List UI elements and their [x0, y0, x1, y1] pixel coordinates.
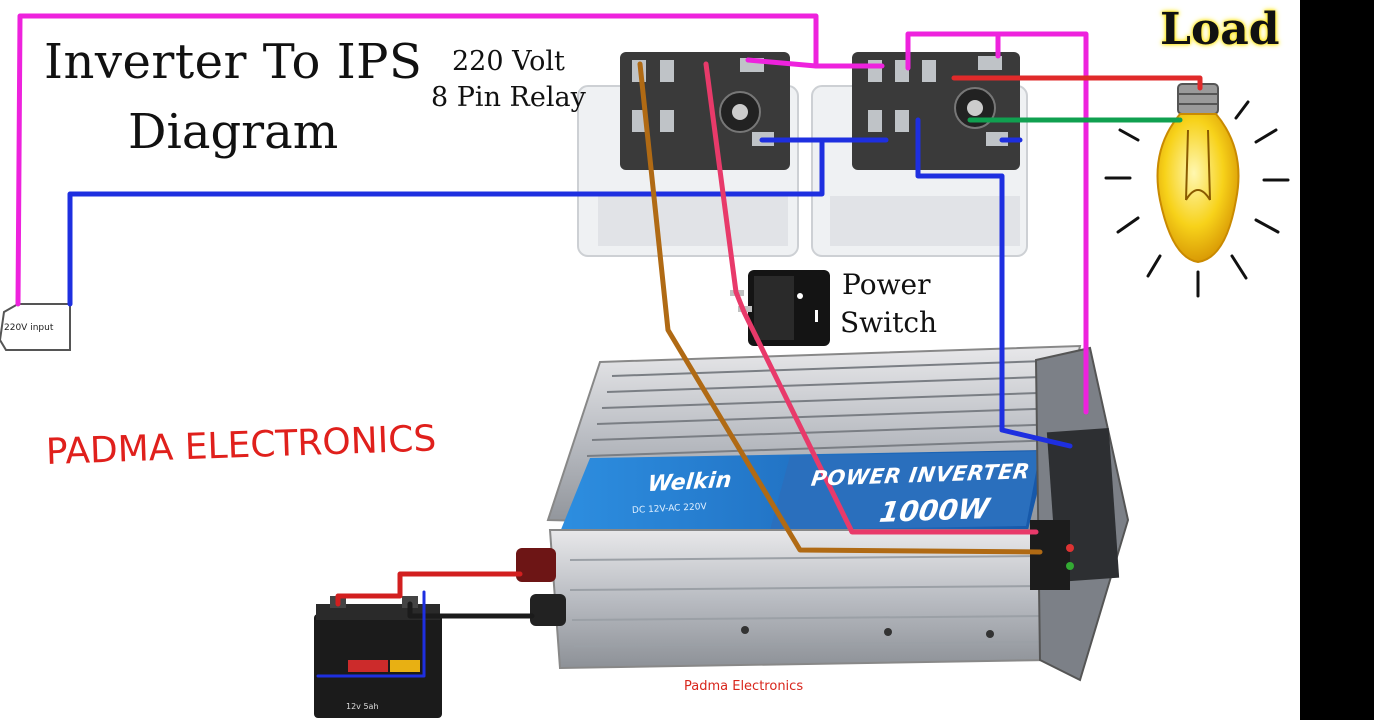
relay-label-line2: 8 Pin Relay: [431, 82, 586, 113]
input-label: 220V input: [4, 323, 54, 333]
wire-blue-input: [67, 137, 825, 307]
inverter-power-rating: 1000W: [877, 492, 992, 529]
wires: [15, 13, 1203, 678]
company-name-watermark: Padma Electronics: [684, 679, 804, 694]
load-label: Load: [1160, 4, 1280, 55]
wire-magenta-link: [745, 57, 819, 69]
light-bulb-icon: [1104, 83, 1290, 298]
inverter-brand: Welkin: [646, 467, 733, 498]
white-smear: [540, 671, 1110, 712]
wire-pink: [703, 61, 1039, 535]
wire-brown: [637, 61, 1043, 555]
battery-icon: [314, 596, 442, 718]
wire-battery-black: [407, 601, 535, 619]
diagram-title-line2: Diagram: [128, 104, 339, 160]
relay-label-line1: 220 Volt: [452, 46, 565, 77]
wire-red-load: [951, 75, 1203, 91]
diagram-title-line1: Inverter To IPS: [44, 34, 423, 90]
wire-magenta-main: [15, 13, 885, 307]
power-switch-label-line1: Power: [842, 268, 931, 301]
wire-battery-blue: [316, 590, 426, 678]
wire-battery-red: [335, 571, 523, 607]
wire-blue-inverter: [915, 117, 1073, 449]
battery-label: 12v 5ah: [346, 702, 379, 711]
power-inverter-icon: [516, 344, 1130, 682]
relay-1-icon: [577, 52, 799, 257]
black-edge-strip: [1300, 0, 1374, 720]
power-switch-label-line2: Switch: [840, 306, 938, 339]
